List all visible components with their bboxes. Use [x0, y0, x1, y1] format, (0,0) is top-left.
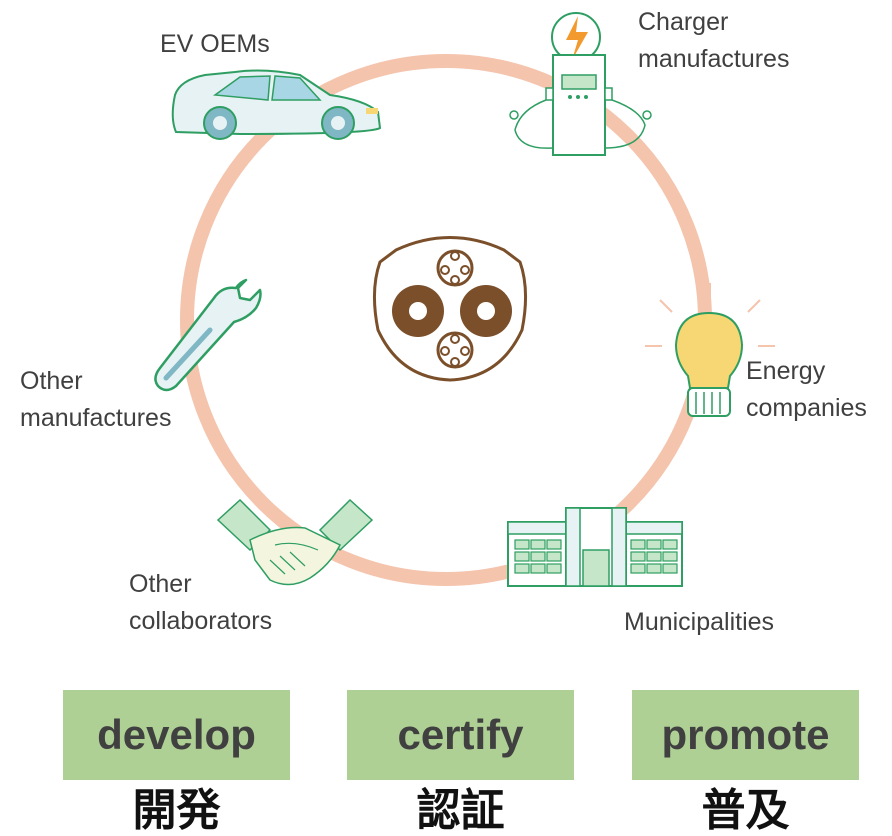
label-ev-oems: EV OEMs: [160, 30, 270, 58]
label-charger-manufactures: Charger manufactures: [638, 8, 790, 73]
connector-plug-icon: [372, 236, 528, 382]
promote-box: promote: [632, 690, 859, 780]
label-other-manufactures: Other manufactures: [20, 367, 172, 432]
building-icon: [507, 507, 683, 587]
develop-jp-label: 開発: [132, 785, 221, 836]
car-icon: [171, 69, 382, 140]
label-energy-companies: Energy companies: [746, 357, 867, 422]
label-municipalities: Municipalities: [624, 608, 775, 636]
promote-jp-label: 普及: [701, 785, 790, 836]
certify-jp-label: 認証: [416, 785, 505, 836]
develop-box: develop: [63, 690, 290, 780]
lightbulb-icon: [645, 283, 775, 417]
handshake-icon: [216, 498, 374, 586]
label-other-collaborators: Other collaborators: [129, 570, 273, 635]
certify-box: certify: [347, 690, 574, 780]
charger-station-icon: [509, 12, 652, 156]
wrench-icon: [154, 278, 262, 392]
